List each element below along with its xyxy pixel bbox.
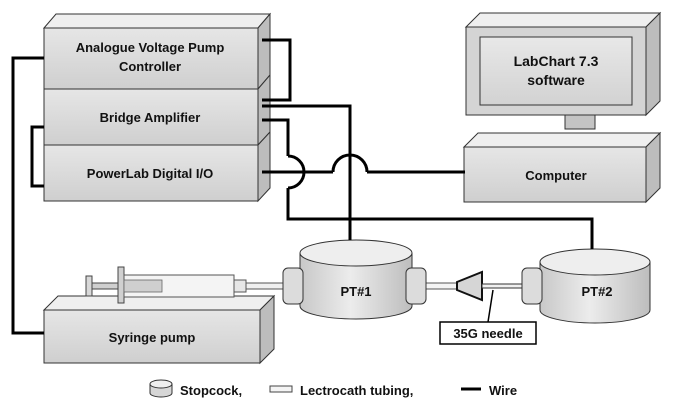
monitor-screen <box>479 36 633 106</box>
tubing-icon <box>269 385 293 393</box>
legend: Stopcock, Lectrocath tubing, Wire <box>149 379 517 398</box>
stopcock <box>282 267 304 305</box>
monitor-label-1: LabChart 7.3 <box>514 53 599 69</box>
wires <box>11 38 594 335</box>
monitor-label-2: software <box>527 72 585 88</box>
needle-hub <box>456 270 483 302</box>
wire-controller-syringe <box>11 56 44 335</box>
needle-label: 35G needle <box>453 326 522 341</box>
legend-stopcock-label: Stopcock, <box>180 383 242 398</box>
bridge-amplifier-label: Bridge Amplifier <box>100 110 201 125</box>
wire-bridge-pt2 <box>262 118 594 249</box>
needle <box>481 283 523 289</box>
tubing-segment <box>424 282 458 290</box>
pump-controller-label-1: Analogue Voltage Pump <box>76 40 225 55</box>
syringe-pump-label: Syringe pump <box>109 330 196 345</box>
wire-bridge-pt1 <box>262 104 352 240</box>
needle-label-box <box>439 321 537 345</box>
pt1-label: PT#1 <box>340 284 371 299</box>
pt2-transducer: PT#2 <box>539 248 651 324</box>
legend-tubing-label: Lectrocath tubing, <box>300 383 413 398</box>
wire-bridge-powerlab <box>30 125 44 188</box>
pump-controller-label-2: Controller <box>119 59 181 74</box>
stopcock <box>405 267 427 305</box>
powerlab-box: PowerLab Digital I/O <box>43 130 271 203</box>
syringe-pump-box: Syringe pump <box>42 294 276 365</box>
powerlab-label: PowerLab Digital I/O <box>87 166 213 181</box>
wire-controller-link <box>262 38 292 102</box>
syringe <box>85 266 287 304</box>
needle-callout-line <box>487 289 494 323</box>
monitor-stand <box>564 114 596 130</box>
stopcock <box>521 267 543 305</box>
computer-label: Computer <box>525 168 586 183</box>
wire-hop <box>287 154 306 190</box>
computer-monitor: LabChart 7.3 software <box>464 11 662 130</box>
pt1-transducer: PT#1 <box>299 239 413 320</box>
stopcock-icon <box>149 379 173 398</box>
computer-box: Computer <box>462 131 662 204</box>
legend-wire-label: Wire <box>489 383 517 398</box>
pt2-label: PT#2 <box>581 284 612 299</box>
pump-controller-box: Analogue Voltage Pump Controller <box>42 12 272 91</box>
